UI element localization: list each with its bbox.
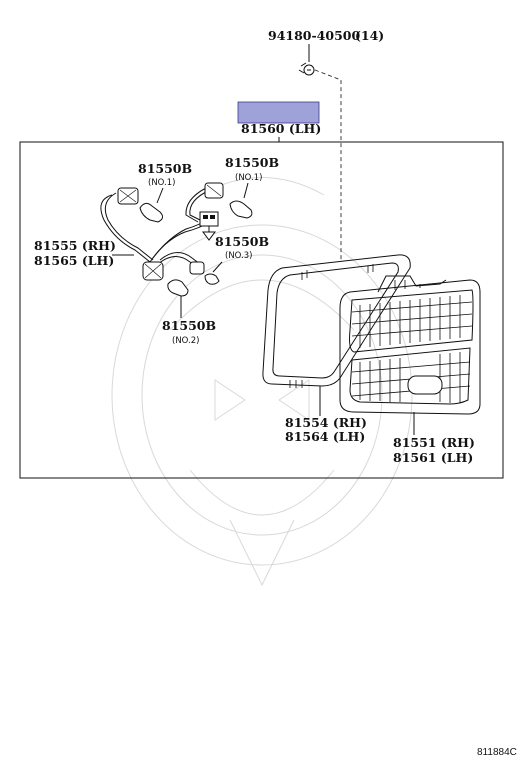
- socket-icon: [204, 182, 224, 199]
- bulb-no1-right-leader: [243, 182, 249, 199]
- connector-icon: [199, 211, 219, 241]
- bulb-icon: [139, 202, 164, 223]
- assembly-frame: [19, 141, 504, 479]
- socket-wire-lh: 81565 (LH): [34, 253, 114, 268]
- bulb-icon: [167, 279, 189, 297]
- bulb-no1-left-number: 81550B: [138, 161, 192, 176]
- gasket-outline: [262, 254, 411, 388]
- bulb-no3-leader: [212, 261, 223, 273]
- socket-icon: [142, 261, 164, 281]
- assembly-highlight: [237, 101, 320, 124]
- watermark-emblem: [111, 177, 413, 587]
- assembly-part-number: 81560 (LH): [241, 121, 321, 136]
- diagram-code: 811884C: [477, 747, 517, 758]
- socket-wire-rh: 81555 (RH): [34, 238, 116, 253]
- socket-icon: [189, 261, 205, 275]
- bulb-no2-number: 81550B: [162, 318, 216, 333]
- gasket-rh: 81554 (RH): [285, 415, 367, 430]
- bulb-icon: [229, 200, 253, 219]
- bulb-icon: [204, 273, 220, 285]
- bulb-no1-left-sub: (NO.1): [148, 178, 175, 188]
- bulb-no1-left-leader: [156, 187, 164, 204]
- bulb-no3-number: 81550B: [215, 234, 269, 249]
- bulb-no2-sub: (NO.2): [172, 336, 199, 346]
- lens-lh: 81561 (LH): [393, 450, 473, 465]
- socket-icon: [117, 187, 139, 205]
- lens-assembly: [339, 275, 481, 415]
- bulb-no1-right-sub: (NO.1): [235, 173, 262, 183]
- bulb-no1-right-number: 81550B: [225, 155, 279, 170]
- bulb-no3-sub: (NO.3): [225, 251, 252, 261]
- wiring-harness: [100, 187, 211, 269]
- lens-rh: 81551 (RH): [393, 435, 475, 450]
- screw-quantity: (14): [355, 28, 384, 43]
- screw-part-number: 94180-40500: [268, 28, 360, 43]
- screw-dashed-leader: [314, 69, 342, 262]
- screw-icon: [298, 62, 315, 76]
- gasket-lh: 81564 (LH): [285, 429, 365, 444]
